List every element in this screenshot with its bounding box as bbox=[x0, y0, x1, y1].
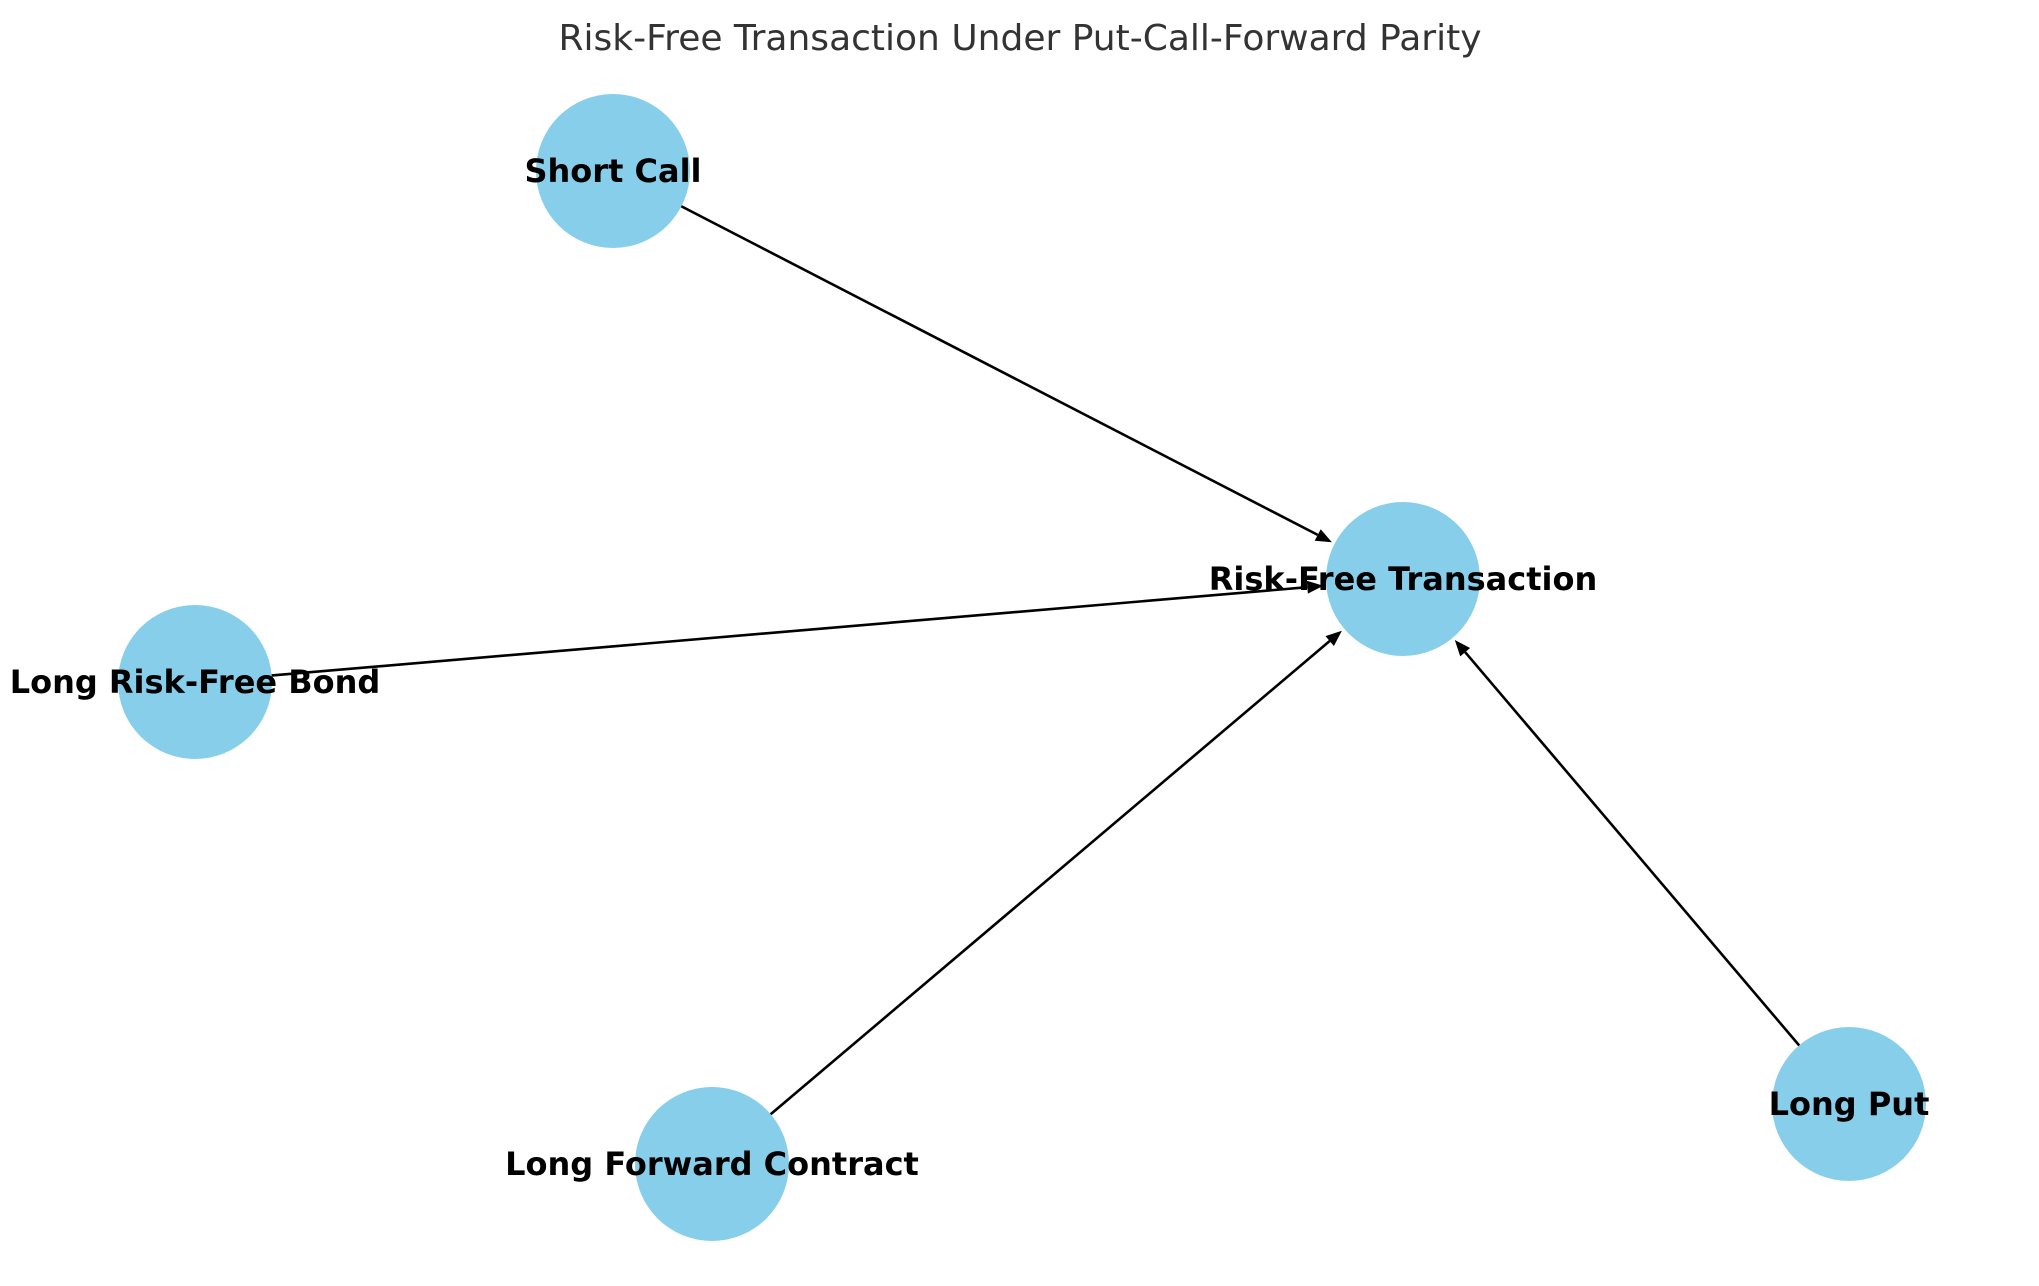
nodes-layer bbox=[118, 94, 1926, 1241]
node-long-forward bbox=[635, 1087, 789, 1241]
edge-long-bond-to-risk-free bbox=[267, 580, 1324, 678]
arrowhead-icon bbox=[1314, 529, 1332, 543]
node-label-long-bond: Long Risk-Free Bond bbox=[10, 663, 381, 701]
edge-long-put-to-risk-free bbox=[1454, 640, 1803, 1050]
edge-line bbox=[677, 203, 1319, 537]
edge-line bbox=[1464, 651, 1803, 1050]
node-long-bond bbox=[118, 605, 272, 759]
edge-long-forward-to-risk-free bbox=[766, 630, 1342, 1118]
node-risk-free bbox=[1326, 502, 1480, 656]
arrowhead-icon bbox=[1306, 580, 1324, 594]
arrowhead-icon bbox=[1325, 630, 1342, 646]
arrowhead-icon bbox=[1454, 640, 1471, 657]
diagram-title: Risk-Free Transaction Under Put-Call-For… bbox=[558, 18, 1481, 59]
node-short-call bbox=[536, 94, 690, 248]
node-label-risk-free: Risk-Free Transaction bbox=[1209, 560, 1597, 598]
node-label-long-put: Long Put bbox=[1769, 1085, 1930, 1123]
edge-short-call-to-risk-free bbox=[677, 203, 1332, 543]
node-label-short-call: Short Call bbox=[524, 152, 701, 190]
edges-layer bbox=[267, 203, 1803, 1118]
edge-line bbox=[766, 640, 1331, 1118]
edge-line bbox=[267, 585, 1308, 678]
node-long-put bbox=[1772, 1027, 1926, 1181]
node-label-long-forward: Long Forward Contract bbox=[505, 1145, 919, 1183]
